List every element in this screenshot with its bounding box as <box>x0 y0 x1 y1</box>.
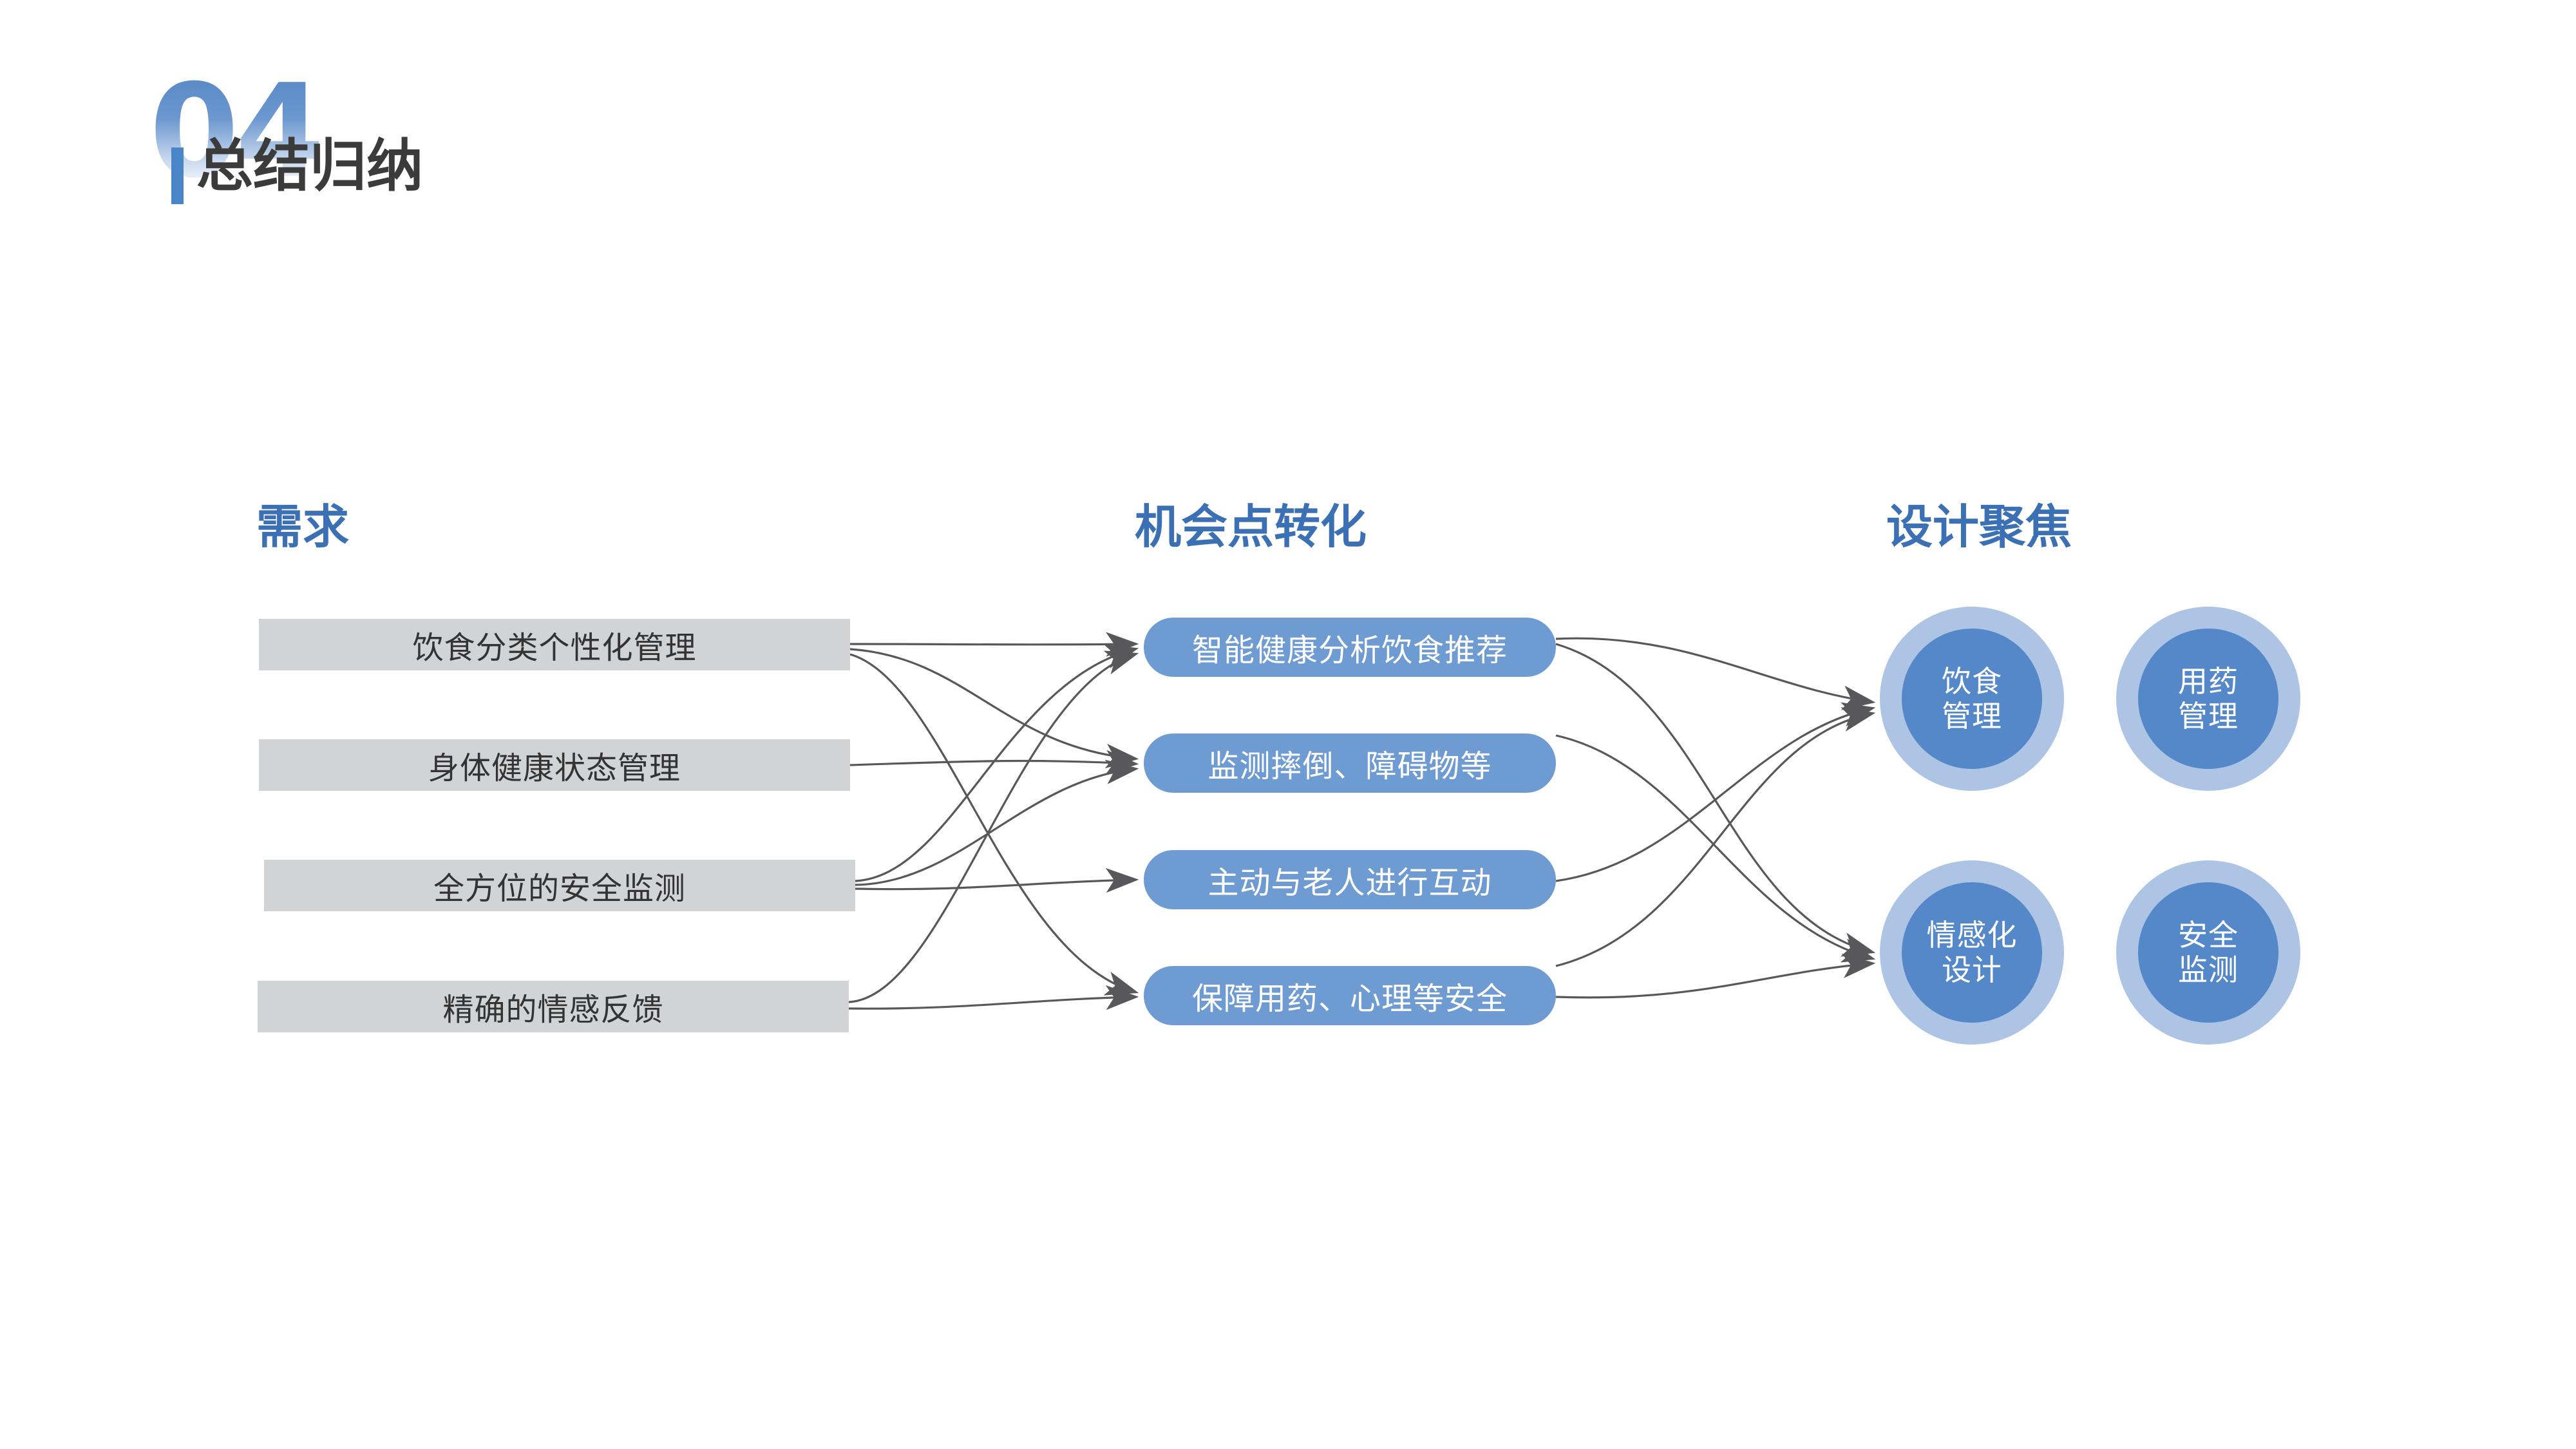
focus-label-line1: 饮食 <box>1942 664 2002 698</box>
column-heading-opportunity: 机会点转化 <box>1135 502 1367 553</box>
need-label: 身体健康状态管理 <box>428 752 681 786</box>
opportunity-label: 主动与老人进行互动 <box>1208 866 1492 900</box>
opportunity-pill[interactable]: 监测摔倒、障碍物等 <box>1144 734 1556 793</box>
column-heading-need: 需求 <box>256 502 350 553</box>
focus-circle-inner: 用药 管理 <box>2138 629 2278 769</box>
need-label: 饮食分类个性化管理 <box>412 631 697 665</box>
focus-label-line2: 管理 <box>1942 699 2002 733</box>
need-box[interactable]: 身体健康状态管理 <box>259 739 850 791</box>
focus-circle-inner: 安全 监测 <box>2138 882 2278 1023</box>
opportunity-pill[interactable]: 保障用药、心理等安全 <box>1144 966 1556 1025</box>
title-accent-bar <box>171 147 184 204</box>
focus-label-line1: 安全 <box>2178 918 2239 952</box>
focus-circle-inner: 饮食 管理 <box>1902 629 2042 769</box>
focus-label-line2: 设计 <box>1942 953 2002 987</box>
need-box[interactable]: 全方位的安全监测 <box>264 860 855 911</box>
column-heading-focus: 设计聚焦 <box>1886 502 2072 553</box>
opportunity-label: 监测摔倒、障碍物等 <box>1208 750 1492 784</box>
focus-circle-inner: 情感化 设计 <box>1902 882 2042 1023</box>
links-opportunity-to-focus <box>1555 637 1876 999</box>
focus-circle[interactable]: 情感化 设计 <box>1880 860 2064 1045</box>
focus-label-line1: 情感化 <box>1926 918 2018 952</box>
links-need-to-opportunity <box>848 632 1139 1010</box>
slide-header: 04 总结归纳 <box>0 0 2576 232</box>
opportunity-pill[interactable]: 主动与老人进行互动 <box>1144 850 1556 909</box>
opportunity-label: 保障用药、心理等安全 <box>1191 982 1508 1016</box>
need-label: 精确的情感反馈 <box>442 993 664 1027</box>
focus-label-line1: 用药 <box>2178 664 2239 698</box>
focus-label-line2: 监测 <box>2178 953 2239 987</box>
need-box[interactable]: 精确的情感反馈 <box>258 981 849 1032</box>
need-box[interactable]: 饮食分类个性化管理 <box>259 619 850 670</box>
opportunity-pill[interactable]: 智能健康分析饮食推荐 <box>1144 618 1556 677</box>
focus-circle[interactable]: 用药 管理 <box>2116 607 2300 791</box>
need-label: 全方位的安全监测 <box>433 872 686 906</box>
page-title: 总结归纳 <box>196 134 424 198</box>
focus-circle[interactable]: 安全 监测 <box>2116 860 2300 1045</box>
focus-circle[interactable]: 饮食 管理 <box>1880 607 2064 791</box>
opportunity-label: 智能健康分析饮食推荐 <box>1191 634 1508 668</box>
focus-label-line2: 管理 <box>2178 699 2239 733</box>
